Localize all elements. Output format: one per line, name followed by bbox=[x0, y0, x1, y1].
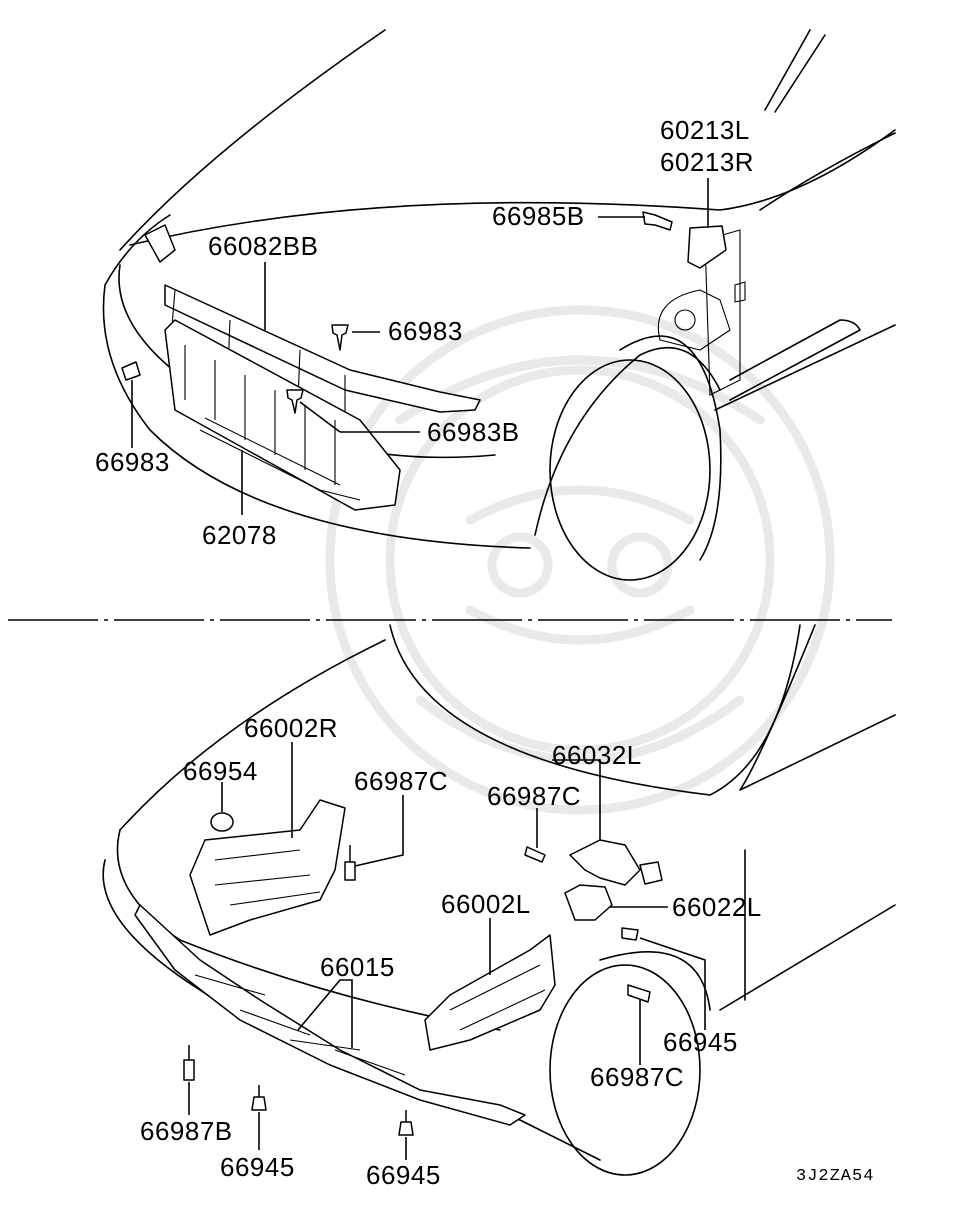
clip-icon bbox=[121, 361, 141, 381]
wheel-arch bbox=[534, 335, 722, 561]
bolt-icon bbox=[524, 846, 546, 863]
bracket-icon bbox=[687, 225, 727, 269]
clip-icon bbox=[286, 389, 304, 414]
hood-outline bbox=[119, 29, 386, 251]
bolt-icon bbox=[344, 845, 356, 881]
front-grille-frame bbox=[164, 319, 401, 511]
label-66002R: 66002R bbox=[244, 713, 338, 743]
engine-under-cover bbox=[134, 904, 526, 1126]
label-66987B: 66987B bbox=[140, 1116, 233, 1146]
label-66032L: 66032L bbox=[552, 740, 642, 770]
hood-edge bbox=[129, 129, 896, 246]
top-assembly bbox=[102, 29, 896, 581]
label-60213R: 60213R bbox=[660, 147, 754, 177]
label-66985B: 66985B bbox=[492, 201, 585, 231]
bolt-icon bbox=[627, 984, 651, 1003]
label-66987C-c: 66987C bbox=[590, 1062, 684, 1092]
diagram-code: 3J2ZA54 bbox=[796, 1167, 874, 1186]
label-66015: 66015 bbox=[320, 952, 395, 982]
label-66022L: 66022L bbox=[672, 892, 762, 922]
label-66983-upper: 66983 bbox=[388, 316, 463, 346]
body-side bbox=[102, 214, 531, 549]
splash-shield-right bbox=[189, 799, 346, 936]
bottom-assembly bbox=[102, 624, 896, 1176]
door-line bbox=[714, 319, 896, 411]
label-62078: 62078 bbox=[202, 520, 277, 550]
label-66945-right: 66945 bbox=[663, 1027, 738, 1057]
label-66987C-b: 66987C bbox=[487, 781, 581, 811]
label-66945-center: 66945 bbox=[366, 1160, 441, 1190]
label-66002L: 66002L bbox=[441, 889, 531, 919]
screw-icon bbox=[398, 1110, 414, 1136]
radiator-support-upper bbox=[164, 284, 481, 413]
front-wheel-lower bbox=[549, 964, 701, 1176]
screw-icon bbox=[621, 927, 639, 941]
a-pillar bbox=[759, 29, 896, 211]
bolt-icon bbox=[183, 1045, 195, 1081]
hood-outline-lower bbox=[119, 639, 386, 831]
label-66983-left: 66983 bbox=[95, 447, 170, 477]
screw-icon bbox=[251, 1085, 267, 1111]
label-66983B: 66983B bbox=[427, 417, 520, 447]
strut-tower bbox=[657, 289, 731, 351]
label-60213L: 60213L bbox=[660, 115, 750, 145]
front-wheel bbox=[549, 359, 711, 581]
clip-icon bbox=[210, 812, 234, 832]
bolt-icon bbox=[642, 211, 673, 231]
bracket-66022L bbox=[564, 884, 613, 921]
label-66945-left: 66945 bbox=[220, 1152, 295, 1182]
label-66954: 66954 bbox=[183, 756, 258, 786]
label-66987C-a: 66987C bbox=[354, 766, 448, 796]
splash-shield-left bbox=[424, 934, 556, 1051]
bracket-66032L bbox=[569, 839, 641, 886]
label-66082BB: 66082BB bbox=[208, 231, 318, 261]
clip-icon bbox=[331, 324, 349, 351]
